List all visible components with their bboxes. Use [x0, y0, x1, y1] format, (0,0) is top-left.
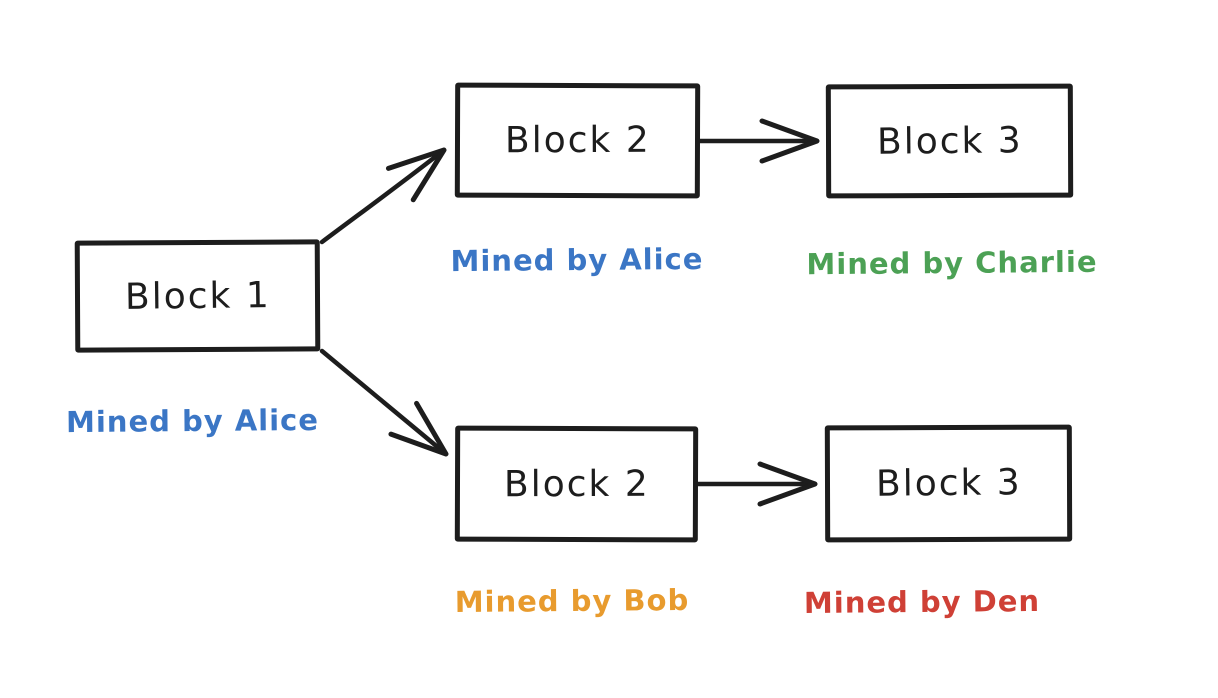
block-3-top-label: Block 3 [876, 119, 1023, 163]
block-3-bottom-label: Block 3 [875, 462, 1022, 505]
block-3-bottom: Block 3 [824, 424, 1073, 543]
block-3-top: Block 3 [825, 83, 1074, 199]
arrow-block1-to-block2-bottom [319, 348, 449, 457]
miner-label-block-1: Mined by Alice [65, 402, 320, 440]
miner-label-block-2-bottom: Mined by Bob [454, 582, 690, 620]
miner-label-block-3-bottom: Mined by Den [803, 583, 1041, 621]
miner-label-block-3-top: Mined by Charlie [806, 244, 1098, 282]
block-2-bottom: Block 2 [454, 425, 699, 543]
block-2-top-label: Block 2 [504, 119, 651, 162]
miner-label-block-2-top: Mined by Alice [450, 241, 704, 279]
block-1-label: Block 1 [124, 274, 271, 318]
block-1: Block 1 [74, 239, 321, 353]
arrow-block1-to-block2-top [319, 147, 447, 245]
block-2-bottom-label: Block 2 [503, 463, 650, 505]
block-2-top: Block 2 [454, 82, 701, 199]
